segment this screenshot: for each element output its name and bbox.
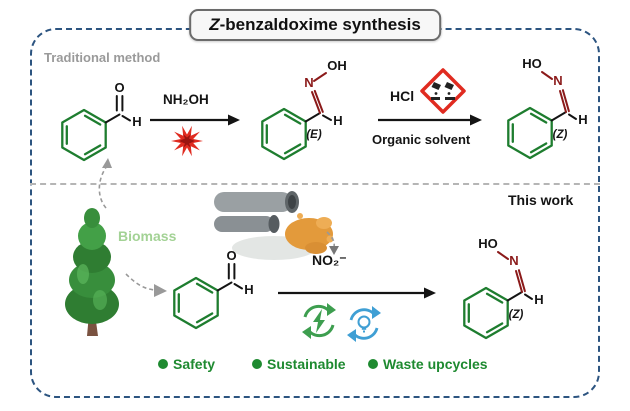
nh2oh-reagent-label: NH₂OH	[163, 92, 209, 107]
light-bulb-icon	[357, 315, 371, 333]
benzene-ring	[463, 286, 509, 340]
nitrogen-label: N	[304, 75, 313, 90]
hydrogen-label: H	[132, 114, 141, 129]
title-rest: -benzaldoxime synthesis	[219, 15, 421, 34]
z-benzaldoxime-structure: N HO H (Z)	[507, 56, 588, 160]
z-stereo-label: (Z)	[553, 129, 568, 141]
e-benzaldoxime-structure: N OH H (E)	[261, 58, 347, 161]
hydroxyl-label: OH	[327, 58, 347, 73]
oxime-group: N OH H (E)	[304, 58, 346, 141]
biomass-label: Biomass	[118, 228, 177, 244]
oxime-group: N HO H (Z)	[522, 56, 587, 141]
bullet-dot-icon	[368, 359, 378, 369]
oxime-group: N HO H (Z)	[478, 236, 543, 321]
page-title: Z-benzaldoxime synthesis	[189, 9, 441, 41]
bullet-safety-label: Safety	[173, 356, 216, 372]
bullet-waste-upcycles: Waste upcycles	[368, 356, 488, 372]
bullet-safety: Safety	[158, 356, 215, 372]
biomass-tree-icon	[65, 208, 119, 336]
z-benzaldoxime-product-structure: N HO H (Z)	[463, 236, 544, 340]
aldehyde-group: O H	[216, 248, 254, 297]
oxygen-label: O	[226, 248, 236, 263]
benzaldehyde-structure-bottom: O H	[173, 248, 254, 330]
organic-solvent-label: Organic solvent	[372, 132, 471, 147]
z-stereo-label: (Z)	[509, 309, 524, 321]
bullet-sustainable: Sustainable	[252, 356, 346, 372]
traditional-method-label: Traditional method	[44, 50, 161, 65]
electricity-recycle-icon	[302, 303, 336, 339]
oxygen-label: O	[114, 80, 124, 95]
e-stereo-label: (E)	[306, 129, 322, 141]
hydrogen-label: H	[244, 282, 253, 297]
benzene-ring	[173, 276, 219, 330]
explosion-icon	[171, 125, 203, 157]
dashed-link-arrow	[98, 158, 112, 209]
tree-to-benzaldehyde-arrow	[125, 273, 167, 297]
hydrogen-label: H	[534, 292, 543, 307]
hydroxyl-label: HO	[522, 56, 542, 71]
bullet-dot-icon	[252, 359, 262, 369]
nitrogen-label: N	[553, 73, 562, 88]
hydrogen-label: H	[578, 112, 587, 127]
nitrite-reagent-label: NO₂⁻	[312, 252, 347, 268]
benzene-ring	[507, 106, 553, 160]
lightning-bolt-icon	[313, 309, 325, 333]
reaction-arrow-3	[278, 287, 436, 299]
this-work-label: This work	[508, 192, 574, 208]
bullet-dot-icon	[158, 359, 168, 369]
benzene-ring	[261, 107, 307, 161]
bullet-waste-upcycles-label: Waste upcycles	[383, 356, 488, 372]
aldehyde-group: O H	[104, 80, 142, 129]
waste-pipes-icon	[214, 191, 334, 260]
hydroxyl-label: HO	[478, 236, 498, 251]
hcl-reagent-label: HCl	[390, 88, 415, 104]
benzaldehyde-structure: O H	[61, 80, 142, 162]
reaction-arrow-2	[378, 114, 482, 126]
bullet-sustainable-label: Sustainable	[267, 356, 346, 372]
nitrogen-label: N	[509, 253, 518, 268]
benzene-ring	[61, 108, 107, 162]
hydrogen-label: H	[333, 113, 342, 128]
light-bulb-recycle-icon	[347, 306, 381, 342]
corrosive-hazard-icon	[420, 68, 466, 114]
title-z-prefix: Z	[209, 15, 220, 34]
reaction-arrow-1	[150, 114, 240, 126]
section-divider	[30, 183, 600, 185]
pipes-to-nitrite-arrow	[326, 231, 339, 255]
